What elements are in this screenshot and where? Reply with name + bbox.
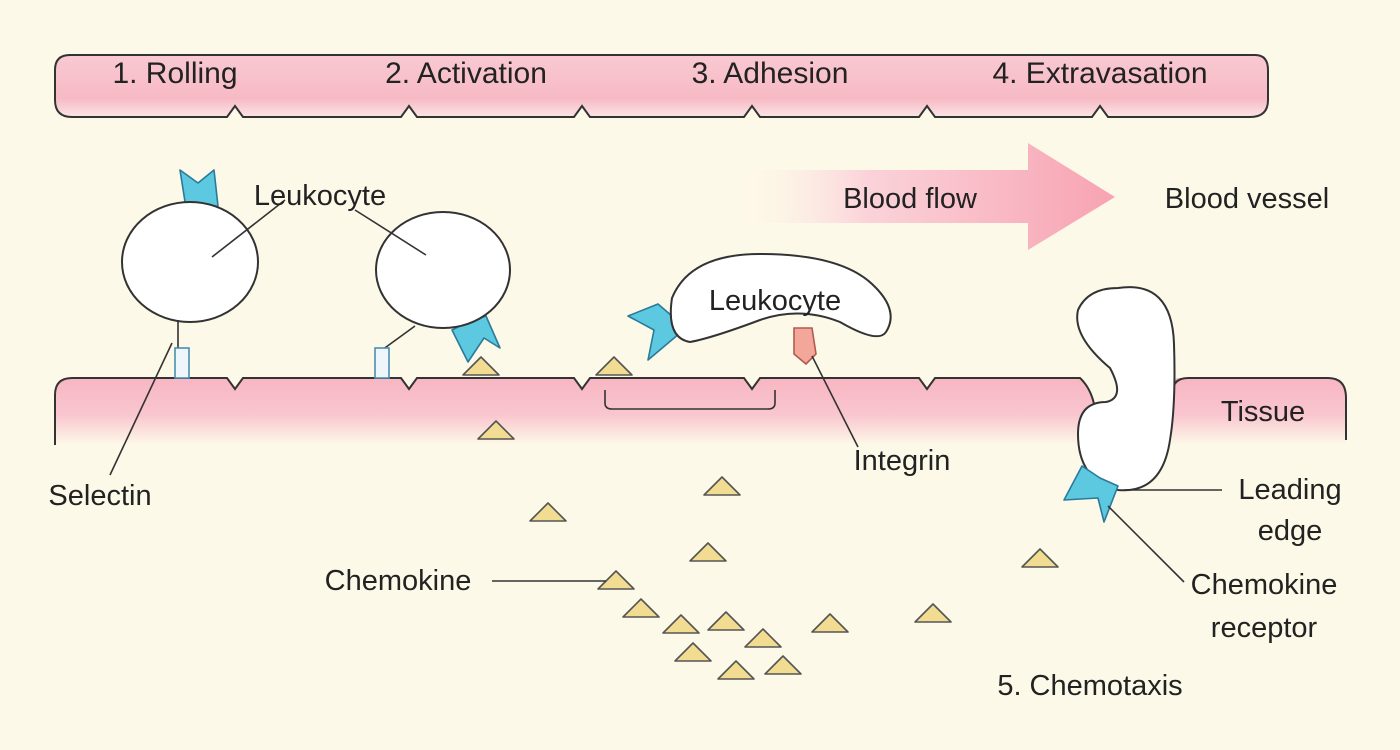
chemokine-icon [529, 502, 567, 522]
chemokine-icon [597, 570, 635, 590]
stage-label-adhesion: 3. Adhesion [692, 57, 849, 90]
leukocyte-label-middle: Leukocyte [709, 285, 841, 317]
chemokine-receptor-leader [1107, 505, 1185, 583]
leading-edge-label-line2: edge [1258, 515, 1323, 547]
stage-label-extravasation: 4. Extravasation [992, 57, 1207, 90]
leukocyte-leader-2 [354, 209, 427, 256]
chemokine-icon [622, 598, 660, 618]
chemokine-icon [462, 356, 500, 376]
selectin-label: Selectin [48, 480, 151, 512]
chemokine-icon [707, 611, 745, 631]
stage-label-rolling: 1. Rolling [112, 57, 237, 90]
chemokine-icon [689, 542, 727, 562]
tissue-label: Tissue [1221, 396, 1305, 428]
chemokine-icon [477, 420, 515, 440]
integrin-icon [793, 327, 817, 366]
leukocyte-leader-1 [211, 199, 286, 258]
leukocyte-activation [374, 211, 511, 379]
selectin-icon [374, 347, 390, 379]
chemokine-icon [703, 476, 741, 496]
chemokine-icon [914, 603, 952, 623]
integrin-leader [811, 355, 859, 448]
chemokine-receptor-icon [1063, 465, 1119, 523]
chemokine-gradient [462, 356, 1059, 680]
leukocyte-extravasation [1063, 286, 1176, 523]
chemokine-icon [595, 356, 633, 376]
chemokine-label: Chemokine [325, 565, 472, 597]
chemokine-receptor-label-line1: Chemokine [1191, 569, 1338, 601]
vessel-wall-top [54, 54, 1269, 118]
chemokine-icon [744, 628, 782, 648]
selectin-icon [174, 347, 190, 379]
leukocyte-adhesion [627, 252, 892, 366]
chemokine-icon [811, 613, 849, 633]
chemokine-icon [764, 655, 802, 675]
blood-flow-label: Blood flow [843, 183, 978, 215]
leukocyte-rolling [121, 169, 259, 379]
chemokine-icon [674, 642, 712, 662]
blood-flow-arrow [730, 143, 1115, 250]
integrin-label: Integrin [854, 445, 951, 477]
stage-label-activation: 2. Activation [385, 57, 547, 90]
blood-vessel-label: Blood vessel [1165, 183, 1329, 215]
chemokine-receptor-label-line2: receptor [1211, 612, 1318, 644]
chemokine-icon [662, 614, 700, 634]
chemokine-icon [717, 660, 755, 680]
chemokine-icon [1021, 548, 1059, 568]
chemotaxis-label: 5. Chemotaxis [997, 670, 1182, 702]
leukocyte-label-top: Leukocyte [254, 180, 386, 212]
vessel-wall-bottom [54, 377, 1347, 445]
selectin-leader [109, 342, 173, 476]
leading-edge-label-line1: Leading [1238, 474, 1341, 506]
